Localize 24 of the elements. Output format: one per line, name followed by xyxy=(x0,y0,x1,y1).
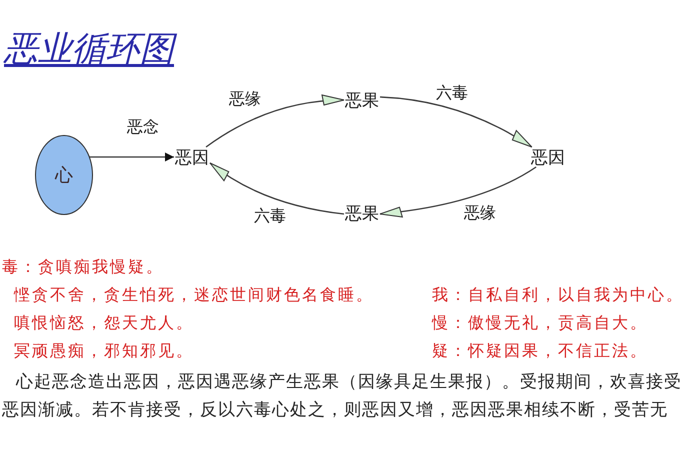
node-text: 恶因 xyxy=(174,147,210,167)
paragraph-text: 恶因渐减。若不肯接受，反以六毒心处之，则恶因又增，恶因恶果相续不断，受苦无 xyxy=(2,401,668,418)
arrow xyxy=(206,95,344,148)
definition-text: 冥顽愚痴，邪知邪见。 xyxy=(14,344,194,360)
definition-text: 我：自私自利，以自我为中心。 xyxy=(432,288,684,304)
arrow xyxy=(88,152,174,162)
definition-text: 疑：怀疑因果，不信正法。 xyxy=(432,344,648,360)
edge-label: 恶念 xyxy=(126,120,160,136)
node-text: 恶果 xyxy=(344,203,380,223)
definition-text: 嗔恨恼怒，怨天尤人。 xyxy=(14,316,194,332)
edge-label: 六毒 xyxy=(435,86,469,102)
definition-text: 慢：傲慢无礼，贡高自大。 xyxy=(432,316,648,332)
arrow xyxy=(380,96,532,148)
heading-text: 毒：贪嗔痴我慢疑。 xyxy=(2,260,164,276)
node-text: 恶因 xyxy=(530,147,566,167)
edge-label: 恶缘 xyxy=(463,206,497,222)
arrow xyxy=(210,162,344,215)
arrow xyxy=(380,166,536,218)
node-text: 恶果 xyxy=(344,90,380,110)
definition-text: 悭贪不舍，贪生怕死，迷恋世间财色名食睡。 xyxy=(14,288,374,304)
edge-label: 六毒 xyxy=(253,209,287,225)
edge-label: 恶缘 xyxy=(228,92,262,108)
paragraph-text: 心起恶念造出恶因，恶因遇恶缘产生恶果（因缘具足生果报）。受报期间，欢喜接受 xyxy=(16,373,682,390)
oval-node: 心 xyxy=(35,135,93,215)
